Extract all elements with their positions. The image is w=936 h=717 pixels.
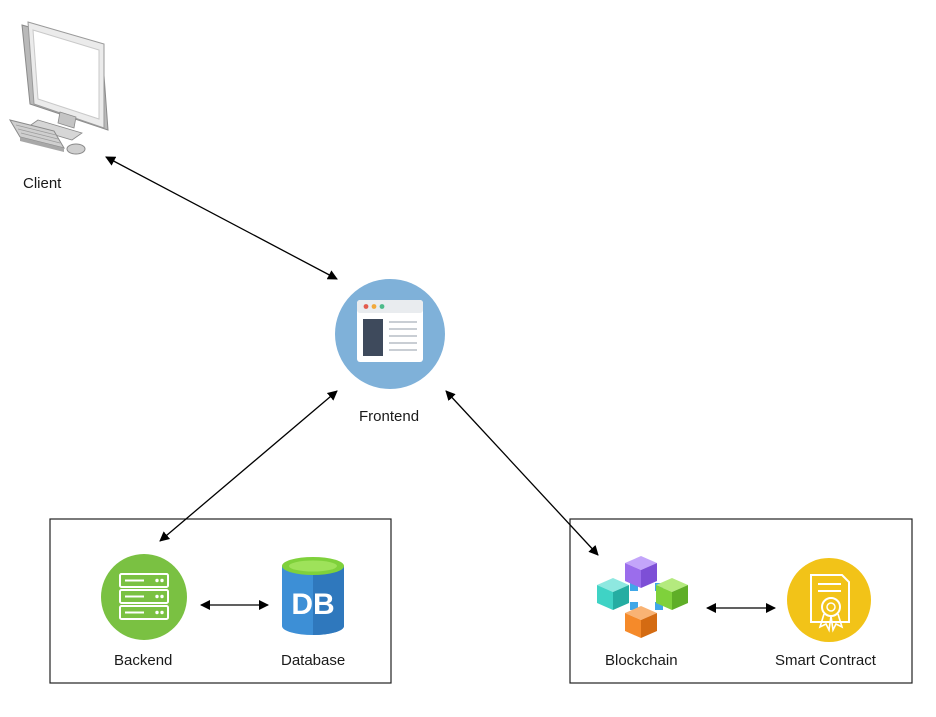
desktop-computer-icon (8, 21, 109, 155)
certificate-icon (787, 558, 871, 642)
blockchain-label: Blockchain (605, 652, 678, 669)
database-icon-text: DB (291, 588, 334, 621)
server-icon (101, 554, 187, 640)
edge-frontend-backend (159, 390, 338, 542)
backend-label: Backend (114, 652, 172, 669)
database-icon: DB (282, 557, 344, 635)
blockchain-group-box (569, 518, 913, 684)
blockchain-cubes-icon (597, 556, 688, 638)
smart-contract-label: Smart Contract (775, 652, 877, 669)
edge-client-frontend (105, 156, 338, 280)
client-label: Client (23, 175, 62, 192)
edge-frontend-blockchain (445, 390, 599, 556)
frontend-label: Frontend (359, 408, 419, 425)
browser-window-icon (335, 279, 445, 389)
database-label: Database (281, 652, 345, 669)
